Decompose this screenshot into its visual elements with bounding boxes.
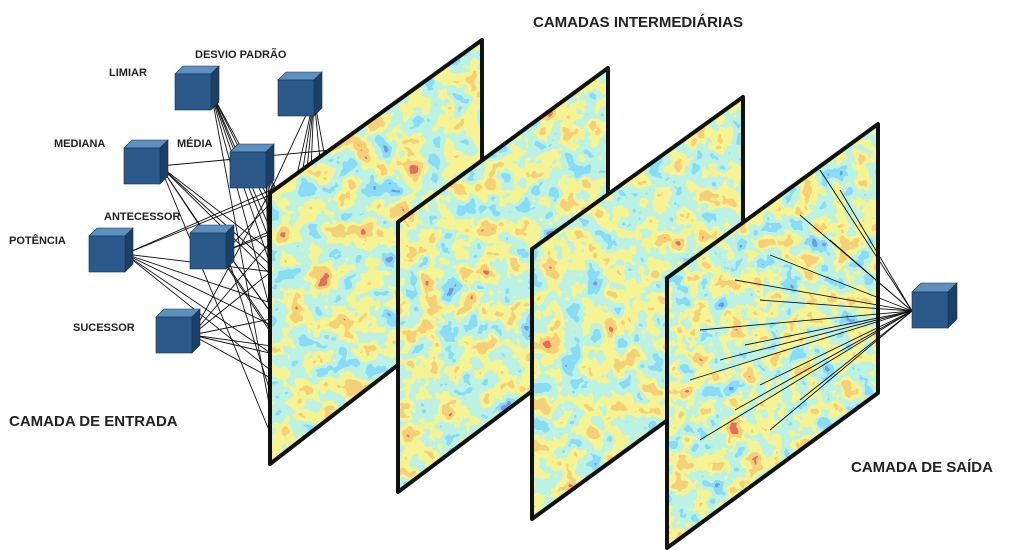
label-mediana: MEDIANA xyxy=(54,138,105,150)
connection-line xyxy=(769,310,913,431)
output-connections xyxy=(689,169,913,441)
connection-line xyxy=(699,310,913,331)
connection-line xyxy=(759,299,913,312)
connection-line xyxy=(124,189,272,255)
label-antecessor: ANTECESSOR xyxy=(104,211,180,223)
input-node-limiar xyxy=(174,65,220,111)
label-potencia: POTÊNCIA xyxy=(9,234,66,247)
output-node xyxy=(911,282,958,329)
connection-line xyxy=(210,91,272,415)
connection-line xyxy=(759,310,913,386)
connection-line xyxy=(799,310,913,401)
connection-line xyxy=(839,189,913,312)
connection-line xyxy=(829,239,913,312)
label-media: MÉDIA xyxy=(177,137,213,150)
connection-line xyxy=(719,310,913,361)
input-nodes xyxy=(88,65,323,354)
input-node-potencia xyxy=(88,227,134,273)
connection-line xyxy=(191,271,272,336)
connection-line xyxy=(210,91,272,313)
label-desvio-padrao: DESVIO PADRÃO xyxy=(195,48,287,61)
output-node-cube xyxy=(911,282,958,329)
input-node-desvio-padrao xyxy=(277,71,323,117)
label-sucessor: SUCESSOR xyxy=(73,322,135,334)
input-node-media xyxy=(229,143,275,189)
connection-line xyxy=(734,310,913,411)
connection-line xyxy=(819,169,913,312)
diagram-title: CAMADAS INTERMEDIÁRIAS xyxy=(533,14,743,31)
input-layer-label: CAMADA DE ENTRADA xyxy=(9,413,178,430)
connection-line xyxy=(124,253,272,354)
connection-line xyxy=(191,334,272,354)
input-node-antecessor xyxy=(189,224,235,270)
connection-line xyxy=(734,279,913,312)
connection-line xyxy=(159,165,272,436)
connection-line xyxy=(225,250,272,395)
connection-line xyxy=(769,254,913,312)
connection-line xyxy=(699,310,913,441)
connection-line xyxy=(744,310,913,346)
input-node-mediana xyxy=(123,139,169,185)
output-layer-label: CAMADA DE SAÍDA xyxy=(851,459,993,476)
connection-line xyxy=(689,310,913,381)
input-node-sucessor xyxy=(155,308,201,354)
label-limiar: LIMIAR xyxy=(109,67,147,79)
connection-line xyxy=(159,165,272,252)
